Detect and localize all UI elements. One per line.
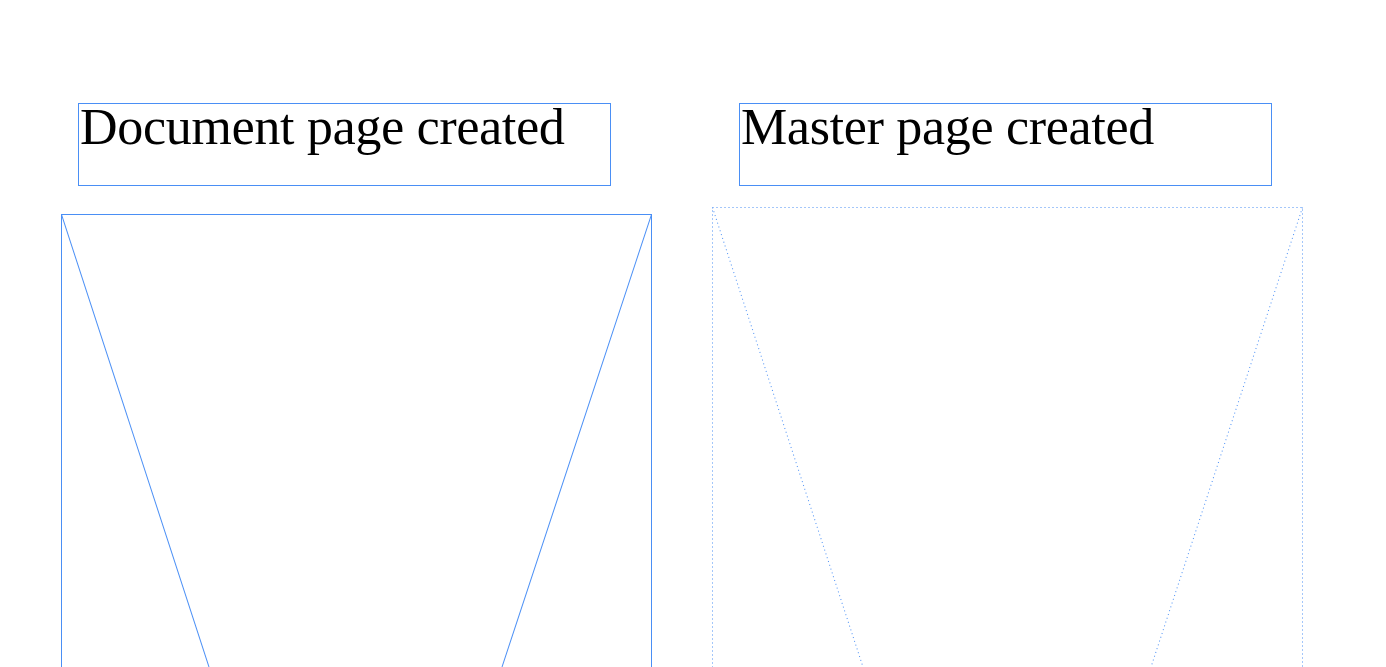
master-page-text: Master page created [741, 99, 1154, 156]
document-frame-border [61, 214, 652, 667]
master-graphic-frame [712, 207, 1303, 667]
document-frame-diagonal-left [61, 214, 210, 667]
document-frame-diagonal-right [501, 214, 652, 667]
document-page-text-frame[interactable]: Document page created [78, 99, 611, 186]
document-graphic-frame[interactable] [61, 214, 652, 667]
master-page-text-frame[interactable]: Master page created [739, 99, 1272, 186]
master-frame-diagonal-right [1150, 207, 1303, 667]
master-frame-diagonal-left [712, 207, 864, 667]
master-frame-border [712, 207, 1303, 667]
document-page-text: Document page created [80, 99, 565, 156]
